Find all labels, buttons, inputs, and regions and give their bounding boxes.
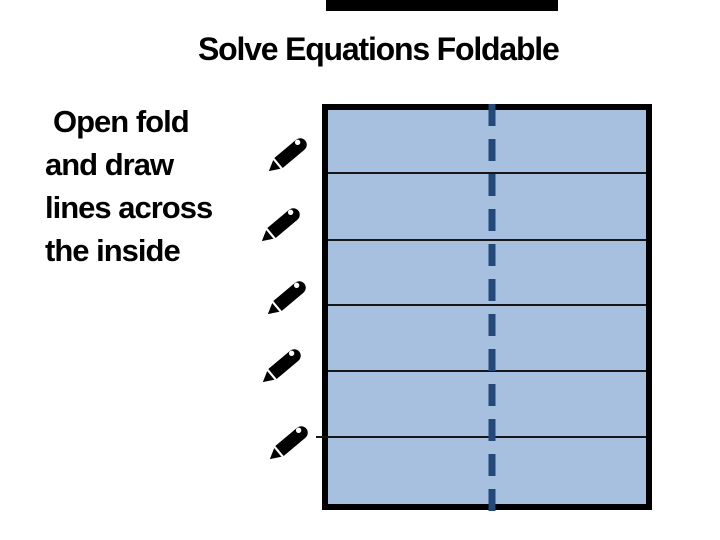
pencil-icon	[269, 426, 308, 460]
fold-rule-line	[328, 304, 646, 306]
instructions-line: lines across	[45, 190, 213, 225]
fold-rule-line	[328, 172, 646, 174]
top-edge-strip	[326, 0, 558, 11]
fold-rule-line	[316, 436, 646, 438]
pencil-icon	[267, 281, 306, 315]
instructions-line: and draw	[45, 147, 174, 182]
slide-title: Solve Equations Foldable	[198, 31, 560, 67]
pencil-icon	[268, 138, 307, 172]
foldable-rectangle	[322, 104, 652, 510]
instructions-line: Open fold	[53, 104, 190, 139]
center-fold-dashed-line	[488, 104, 496, 512]
fold-rule-line	[328, 370, 646, 372]
instructions-text: Open fold and draw lines across the insi…	[45, 100, 213, 272]
instructions-line: the inside	[45, 233, 181, 268]
pencil-icon	[261, 208, 300, 242]
fold-rule-line	[328, 239, 646, 241]
pencil-icon	[262, 349, 301, 383]
